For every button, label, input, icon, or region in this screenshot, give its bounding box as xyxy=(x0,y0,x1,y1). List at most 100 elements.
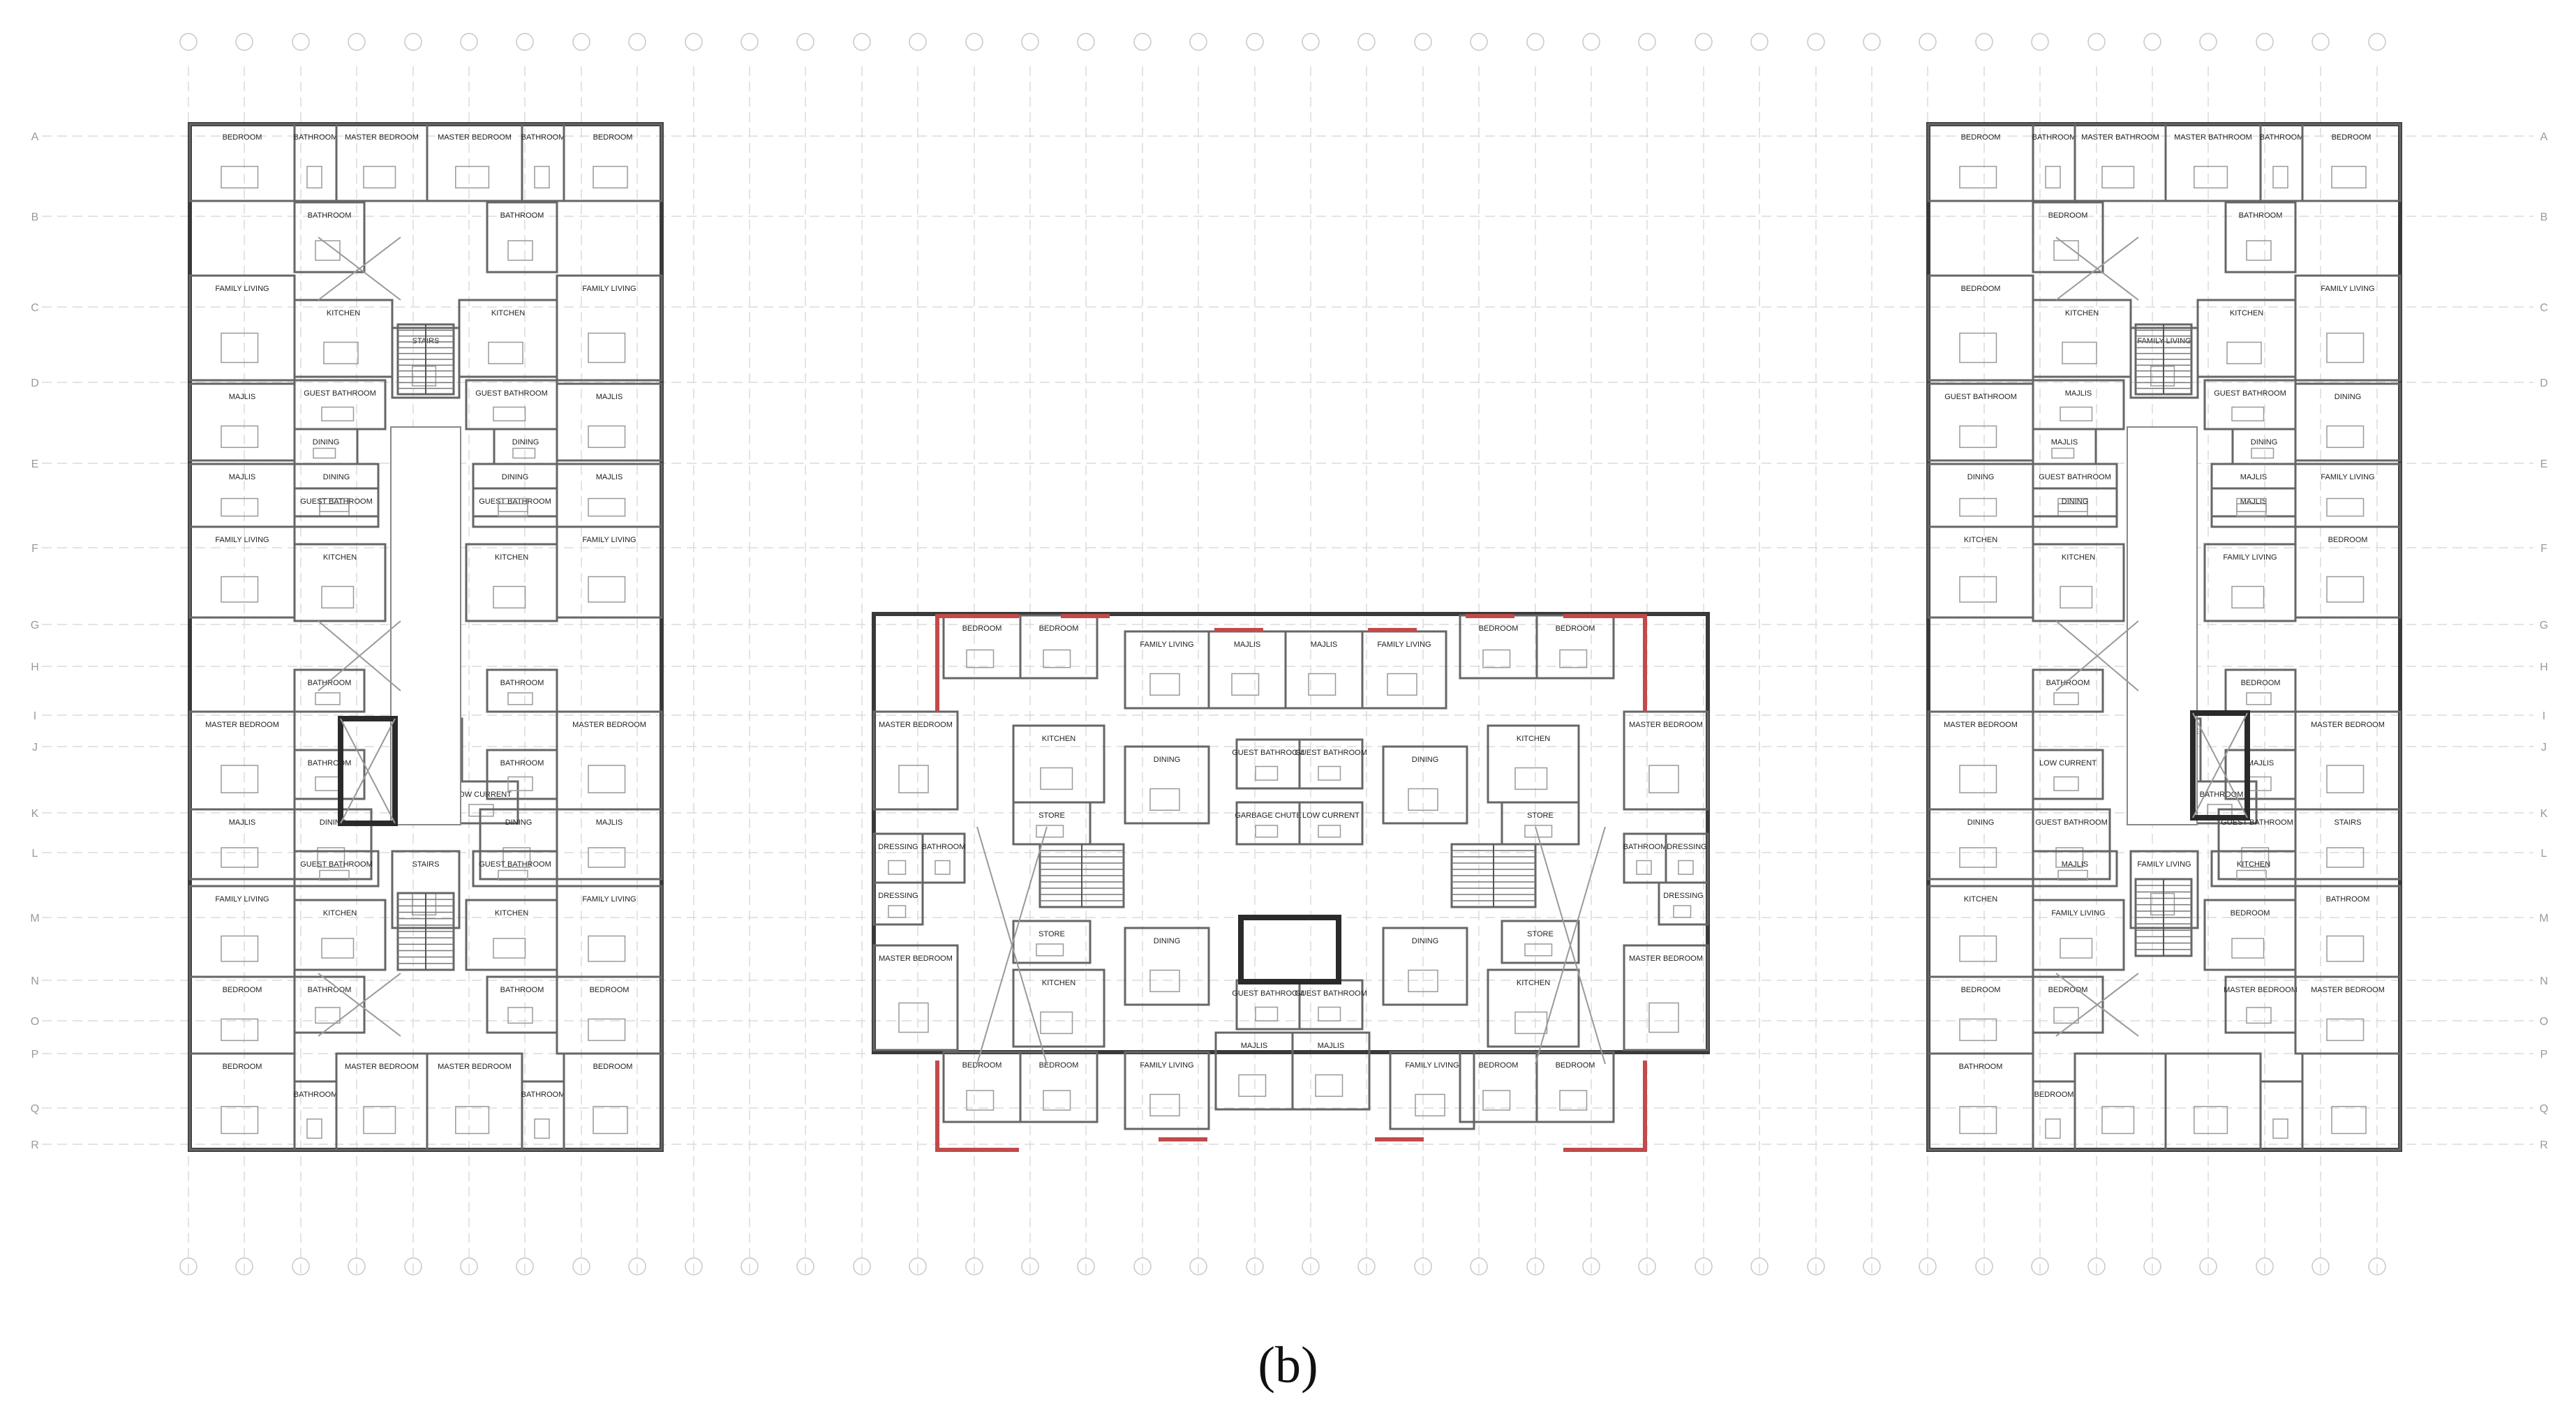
furniture-mark xyxy=(1308,673,1337,696)
furniture-mark xyxy=(1514,767,1548,791)
grid-row-label: C xyxy=(31,302,39,314)
furniture-mark xyxy=(1231,673,1260,696)
room-label: GUEST BATHROOM xyxy=(1232,989,1304,998)
room-outline xyxy=(293,808,373,881)
room-label: KITCHEN xyxy=(2065,309,2099,317)
furniture-mark xyxy=(2053,1007,2079,1024)
room-outline xyxy=(1235,801,1301,846)
furniture-mark xyxy=(534,1118,550,1139)
furniture-mark xyxy=(1959,1106,1997,1134)
room-label: KITCHEN xyxy=(2237,860,2270,869)
room-outline xyxy=(293,487,380,518)
furniture-mark xyxy=(534,165,550,189)
grid-bubble xyxy=(1695,33,1713,51)
room-outline xyxy=(1012,801,1092,846)
grid-bubble xyxy=(1526,1257,1544,1275)
furniture-mark xyxy=(319,503,350,512)
furniture-mark xyxy=(2055,847,2084,868)
room-outline xyxy=(556,274,663,382)
room-label: FAMILY LIVING xyxy=(1140,641,1193,649)
furniture-mark xyxy=(2251,447,2275,459)
furniture-mark xyxy=(412,892,437,916)
grid-row-label: Q xyxy=(31,1103,39,1115)
furniture-mark xyxy=(1959,1018,1997,1042)
furniture-mark xyxy=(1040,1011,1073,1035)
room-outline xyxy=(1298,738,1364,790)
accent-wall-marker xyxy=(1159,1137,1207,1141)
room-outline xyxy=(872,944,959,1051)
furniture-mark xyxy=(1036,825,1064,838)
room-label: FAMILY LIVING xyxy=(1140,1061,1193,1070)
room-label: BEDROOM xyxy=(223,1063,262,1071)
room-outline xyxy=(1124,1051,1210,1130)
left-mid-shaft xyxy=(318,620,401,691)
furniture-mark xyxy=(315,240,341,261)
room-label: BEDROOM xyxy=(1556,1061,1595,1070)
room-label: MASTER BEDROOM xyxy=(2224,986,2298,994)
room-label: DINING xyxy=(1154,937,1181,945)
grid-row-label: Q xyxy=(2540,1103,2548,1115)
room-outline xyxy=(556,808,663,881)
room-outline xyxy=(1501,801,1580,846)
furniture-mark xyxy=(455,1106,490,1134)
accent-wall-marker xyxy=(1643,614,1647,712)
furniture-mark xyxy=(221,165,259,189)
shaft-diagonal xyxy=(976,826,1048,1065)
room-label: MAJLIS xyxy=(2062,860,2089,869)
room-label: GUEST BATHROOM xyxy=(479,860,551,869)
room-label: KITCHEN xyxy=(1964,895,1997,904)
room-label: MAJLIS xyxy=(229,393,256,401)
accent-wall-marker xyxy=(1643,1061,1647,1151)
room-label: BEDROOM xyxy=(2328,536,2368,544)
grid-bubble xyxy=(572,1257,590,1275)
grid-bubble xyxy=(1582,33,1600,51)
room-outline xyxy=(486,201,558,274)
shaft-diagonal xyxy=(318,620,401,691)
grid-row-label: F xyxy=(2540,543,2547,555)
grid-bubble xyxy=(1077,1257,1095,1275)
grid-bubble xyxy=(1133,33,1152,51)
furniture-mark xyxy=(1959,332,1997,364)
grid-bubble xyxy=(292,33,310,51)
grid-row-label: J xyxy=(2541,742,2547,754)
furniture-mark xyxy=(221,847,259,868)
grid-row-label: L xyxy=(2541,848,2547,860)
room-label: DRESSING xyxy=(1663,892,1703,900)
room-outline xyxy=(188,382,296,462)
furniture-mark xyxy=(306,1118,322,1139)
furniture-mark xyxy=(455,165,490,189)
furniture-mark xyxy=(1559,1090,1588,1111)
grid-row-label: K xyxy=(2540,808,2548,820)
grid-bubble xyxy=(1189,33,1207,51)
grid-bubble xyxy=(2311,1257,2330,1275)
room-outline xyxy=(1019,1051,1099,1123)
room-label: MAJLIS xyxy=(229,818,256,827)
furniture-mark xyxy=(2053,776,2079,791)
accent-wall-marker xyxy=(1375,1137,1424,1141)
room-outline xyxy=(2294,525,2402,619)
room-label: MAJLIS xyxy=(2247,759,2275,767)
grid-bubble xyxy=(235,1257,253,1275)
furniture-mark xyxy=(2194,165,2228,189)
furniture-mark xyxy=(2101,165,2135,189)
furniture-mark xyxy=(2053,240,2079,261)
furniture-mark xyxy=(315,776,341,791)
furniture-mark xyxy=(2326,1018,2365,1042)
room-label: STAIRS xyxy=(2335,818,2362,827)
grid-row-label: F xyxy=(31,543,38,555)
furniture-mark xyxy=(1959,165,1997,189)
room-label: MAJLIS xyxy=(1318,1042,1345,1050)
room-label: GUEST BATHROOM xyxy=(2214,389,2286,398)
grid-bubble xyxy=(965,1257,983,1275)
room-label: MASTER BEDROOM xyxy=(1629,721,1703,729)
room-label: MASTER BEDROOM xyxy=(205,721,279,729)
furniture-mark xyxy=(1408,969,1438,993)
shaft-diagonal xyxy=(318,973,401,1037)
furniture-mark xyxy=(363,165,396,189)
grid-bubble xyxy=(2143,1257,2161,1275)
room-outline xyxy=(1012,920,1092,964)
furniture-mark xyxy=(321,406,355,421)
room-label: KITCHEN xyxy=(2062,553,2095,562)
